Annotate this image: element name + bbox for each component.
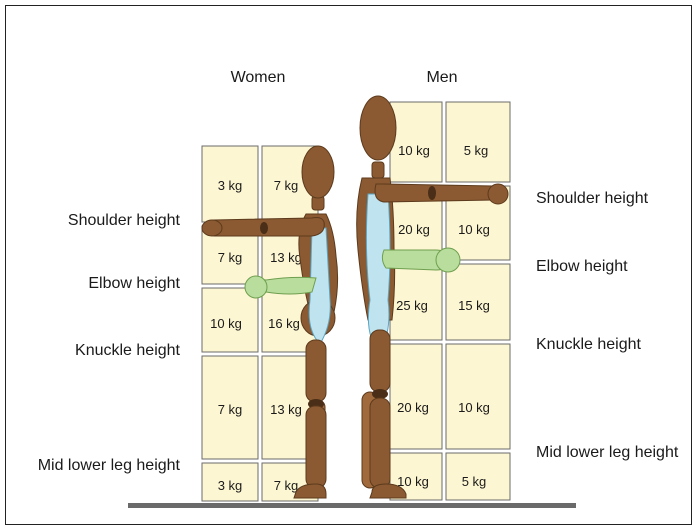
women-elbow-height-label: Elbow height — [88, 275, 180, 292]
men-box-shoulder-above-far — [446, 102, 510, 182]
women-kg-knuckle-leg-far: 13 kg — [270, 402, 302, 417]
women-kg-shoulder-above-far: 7 kg — [274, 178, 299, 193]
women-mid-lower-leg-height-label: Mid lower leg height — [38, 457, 181, 474]
women-kg-elbow-knuckle-far: 16 kg — [268, 316, 300, 331]
men-box-knuckle-leg-far — [446, 344, 510, 449]
men-weight-grid: 10 kg 5 kg 20 kg 10 kg 25 kg 15 kg 20 kg… — [390, 102, 510, 500]
women-kg-knuckle-leg-close: 7 kg — [218, 402, 243, 417]
women-knuckle-height-label: Knuckle height — [75, 342, 181, 359]
men-kg-knuckle-leg-far: 10 kg — [458, 400, 490, 415]
women-kg-shoulder-elbow-close: 7 kg — [218, 250, 243, 265]
women-kg-shoulder-elbow-far: 13 kg — [270, 250, 302, 265]
women-weight-grid: 3 kg 7 kg 7 kg 13 kg 10 kg 16 kg 7 kg 13… — [202, 146, 318, 501]
men-shoulder-height-label: Shoulder height — [536, 190, 649, 207]
men-kg-shoulder-elbow-close: 20 kg — [398, 222, 430, 237]
men-header: Men — [426, 69, 457, 86]
men-kg-elbow-knuckle-close: 25 kg — [396, 298, 428, 313]
men-kg-shoulder-above-close: 10 kg — [398, 143, 430, 158]
men-kg-below-leg-far: 5 kg — [462, 474, 487, 489]
floor-line — [128, 503, 576, 508]
men-mid-lower-leg-height-label: Mid lower leg height — [536, 444, 679, 461]
men-kg-below-leg-close: 10 kg — [397, 474, 429, 489]
men-kg-shoulder-elbow-far: 10 kg — [458, 222, 490, 237]
women-kg-shoulder-above-close: 3 kg — [218, 178, 243, 193]
men-box-shoulder-above-close — [390, 102, 442, 182]
men-knuckle-height-label: Knuckle height — [536, 336, 642, 353]
women-shoulder-height-label: Shoulder height — [68, 212, 181, 229]
men-elbow-height-label: Elbow height — [536, 258, 628, 275]
men-kg-elbow-knuckle-far: 15 kg — [458, 298, 490, 313]
women-header: Women — [231, 69, 286, 86]
women-kg-below-leg-far: 7 kg — [274, 478, 299, 493]
women-kg-below-leg-close: 3 kg — [218, 478, 243, 493]
women-kg-elbow-knuckle-close: 10 kg — [210, 316, 242, 331]
men-kg-shoulder-above-far: 5 kg — [464, 143, 489, 158]
men-kg-knuckle-leg-close: 20 kg — [397, 400, 429, 415]
men-box-knuckle-leg-close — [390, 344, 442, 449]
